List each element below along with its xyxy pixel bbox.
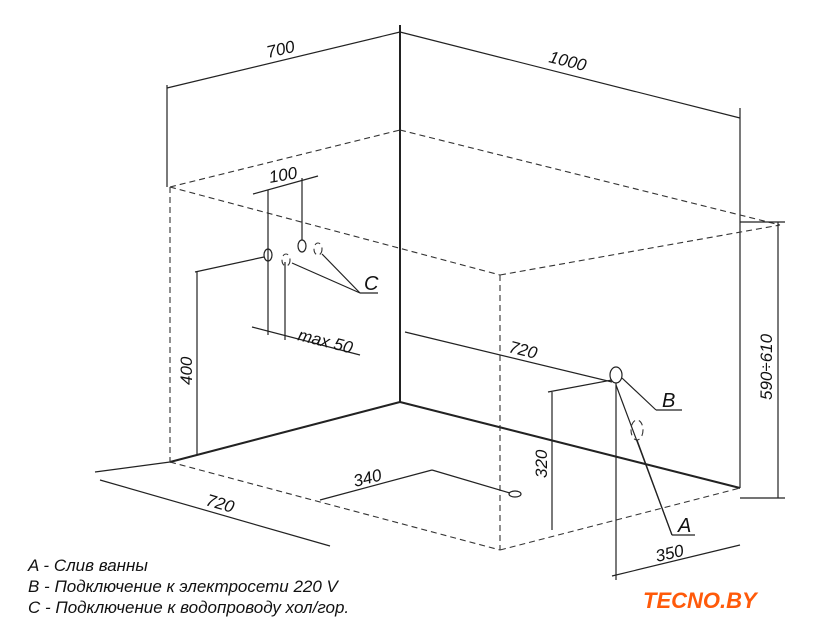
dim-max50: max 50 [296,325,355,357]
marker-a: A [677,515,691,537]
logo: TECNO.BY [643,588,757,613]
dim-350: 350 [654,541,686,566]
dim-720-floor: 720 [204,491,237,517]
dim-400: 400 [177,356,196,385]
legend-c: C - Подключение к водопроводу хол/гор. [28,598,350,617]
marker-b: B [662,390,675,412]
dim-line-700 [166,31,401,89]
dim-100: 100 [267,163,299,187]
floor-left [169,401,401,463]
marker-c: C [364,273,379,295]
dim-590-610: 590÷610 [757,333,776,400]
dim-320: 320 [532,449,551,478]
dim-340: 340 [351,465,384,490]
legend-a: A - Слив ванны [28,556,148,575]
legend-b: B - Подключение к электросети 220 V [28,577,338,596]
floor-right [399,401,741,489]
dim-line-1000 [399,31,741,119]
floor-ext [94,461,171,473]
dim-720-wall: 720 [507,337,540,362]
legend: A - Слив ванны B - Подключение к электро… [28,555,349,618]
